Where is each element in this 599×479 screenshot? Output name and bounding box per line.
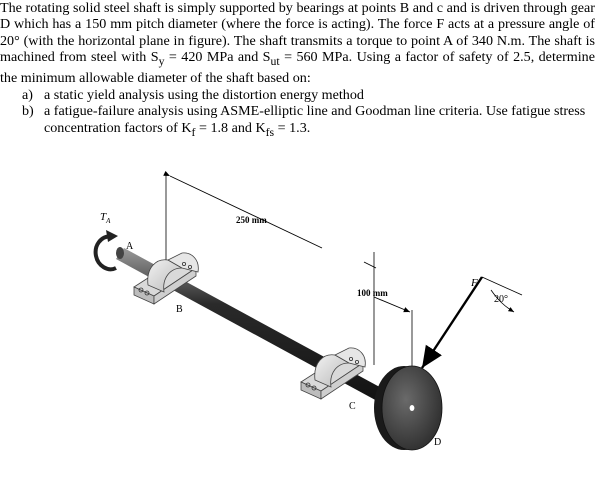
kfs-value: = 1.3. — [274, 119, 311, 136]
torque-label: TA — [100, 211, 111, 225]
sut-subscript: ut — [270, 55, 280, 69]
question-parts-list: a) a static yield analysis using the dis… — [0, 87, 595, 141]
point-c-label: C — [349, 401, 356, 412]
sy-subscript: y — [158, 55, 165, 69]
shaft-diagram: 250 mm 100 mm TA A — [93, 170, 523, 451]
problem-text-part-2: = 560 MPa. Using a factor of safety of 2… — [0, 49, 595, 87]
bearing-c: C — [300, 347, 366, 412]
sy-value: = 420 MPa and S — [164, 49, 271, 66]
point-b-label: B — [176, 304, 183, 315]
problem-text-part-1: The rotating solid steel shaft is simply… — [0, 0, 595, 66]
force-label: F — [470, 277, 478, 289]
part-b-letter: b) — [22, 103, 34, 120]
kf-subscript: f — [191, 125, 196, 139]
dimension-250: 250 mm — [163, 170, 377, 365]
dimension-100: 100 mm — [357, 288, 413, 368]
problem-paragraph: The rotating solid steel shaft is simply… — [0, 0, 595, 87]
question-part-a: a) a static yield analysis using the dis… — [0, 87, 595, 103]
gear-hub — [409, 405, 415, 411]
part-b-text: a fatigue-failure analysis using ASME-el… — [44, 103, 586, 136]
angle-arc — [490, 289, 515, 313]
point-a-label: A — [126, 241, 134, 252]
part-a-text: a static yield analysis using the distor… — [44, 86, 364, 103]
torque-arrow: TA A — [93, 211, 134, 272]
angle-label: 20° — [494, 294, 508, 305]
dim-line-100 — [373, 296, 411, 313]
question-part-b: b) a fatigue-failure analysis using ASME… — [0, 103, 595, 141]
dim-250-label: 250 mm — [236, 215, 267, 225]
force-arrow — [420, 276, 484, 369]
problem-statement: The rotating solid steel shaft is simply… — [0, 0, 595, 141]
bearing-b: B — [133, 252, 199, 315]
force-f: F 20° — [420, 276, 523, 369]
dim-line-250 — [163, 170, 323, 249]
shaft-end — [116, 247, 124, 259]
shaft-figure: 250 mm 100 mm TA A — [86, 150, 526, 479]
part-a-letter: a) — [22, 86, 33, 103]
kf-value: = 1.8 and K — [195, 119, 266, 136]
torque-arrowhead — [106, 230, 118, 242]
kfs-subscript: fs — [265, 125, 275, 139]
dim-100-label: 100 mm — [357, 288, 388, 298]
angle-ref-line — [481, 276, 523, 296]
point-d-label: D — [434, 437, 441, 448]
gear-d: D — [374, 365, 443, 451]
